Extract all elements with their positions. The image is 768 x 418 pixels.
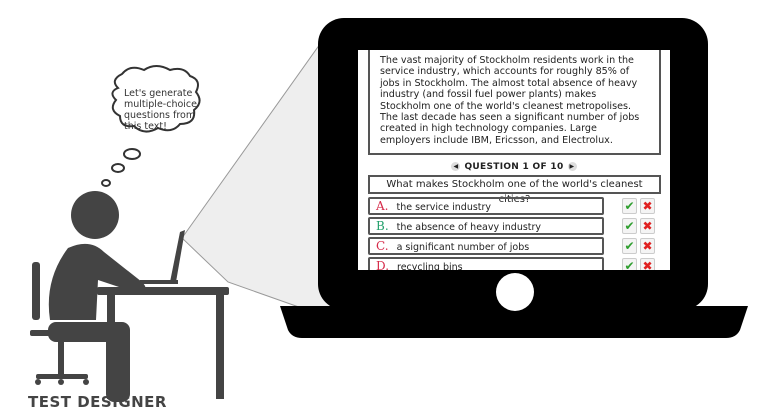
answer-option[interactable]: B. the absence of heavy industry (368, 217, 604, 235)
reject-x-icon[interactable]: ✖ (640, 258, 655, 270)
projection-cone (181, 28, 331, 319)
question-counter: QUESTION 1 OF 10 (464, 162, 564, 172)
accept-check-icon[interactable]: ✔ (622, 218, 637, 234)
laptop-screen: The vast majority of Stockholm residents… (358, 50, 670, 270)
accept-check-icon[interactable]: ✔ (622, 238, 637, 254)
option-text: the service industry (396, 202, 492, 213)
option-letter: B. (376, 219, 389, 233)
accept-check-icon[interactable]: ✔ (622, 198, 637, 214)
person-icon (30, 191, 229, 402)
answer-option[interactable]: C. a significant number of jobs (368, 237, 604, 255)
reject-x-icon[interactable]: ✖ (640, 238, 655, 254)
thought-bubble-text: Let's generate multiple-choice questions… (124, 88, 197, 132)
accept-check-icon[interactable]: ✔ (622, 258, 637, 270)
caption: TEST DESIGNER (28, 393, 167, 411)
answer-option[interactable]: A. the service industry (368, 197, 604, 215)
option-text: recycling bins (397, 262, 463, 270)
prev-question-button[interactable]: ◀ (451, 162, 461, 171)
home-button (496, 273, 534, 311)
option-letter: D. (376, 259, 390, 270)
question-header: ◀QUESTION 1 OF 10▶ (358, 162, 670, 172)
thought-bubble-icon (101, 65, 201, 187)
answer-option[interactable]: D. recycling bins (368, 257, 604, 270)
reject-x-icon[interactable]: ✖ (640, 218, 655, 234)
passage-text: The vast majority of Stockholm residents… (368, 50, 661, 155)
option-text: the absence of heavy industry (396, 222, 542, 233)
option-letter: A. (376, 199, 389, 213)
laptop-base (280, 306, 748, 338)
question-text: What makes Stockholm one of the world's … (368, 175, 661, 205)
reject-x-icon[interactable]: ✖ (640, 198, 655, 214)
next-question-button[interactable]: ▶ (567, 162, 577, 171)
option-letter: C. (376, 239, 389, 253)
option-text: a significant number of jobs (396, 242, 530, 253)
